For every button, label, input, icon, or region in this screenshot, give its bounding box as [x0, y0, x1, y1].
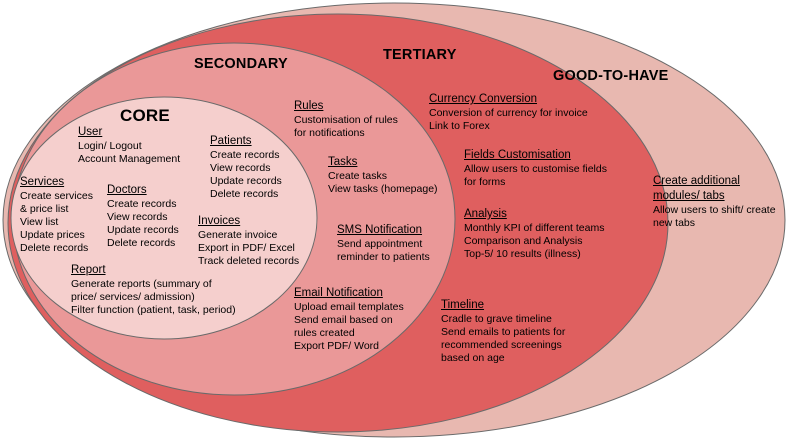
core-zone-label: CORE: [120, 106, 170, 125]
currency-heading: Currency Conversion: [429, 93, 538, 105]
tertiary-currency-block: Currency Conversion Conversion of curren…: [429, 92, 588, 133]
fields-item: for forms: [464, 176, 506, 188]
email-item: Export PDF/ Word: [294, 340, 379, 352]
timeline-item: recommended screenings: [441, 339, 562, 351]
doctors-item: Delete records: [107, 237, 176, 249]
email-item: Send email based on: [294, 314, 393, 326]
secondary-zone-label: SECONDARY: [194, 56, 288, 72]
core-patients-block: Patients Create records View records Upd…: [210, 134, 282, 201]
timeline-item: Cradle to grave timeline: [441, 313, 552, 325]
doctors-item: View records: [107, 211, 168, 223]
report-item: Filter function (patient, task, period): [71, 304, 236, 316]
timeline-heading: Timeline: [441, 299, 485, 311]
report-heading: Report: [71, 264, 106, 276]
tertiary-zone-label: TERTIARY: [383, 47, 457, 63]
good-to-have-modules-block: Create additional modules/ tabs Allow us…: [653, 174, 783, 230]
currency-item: Conversion of currency for invoice: [429, 107, 588, 119]
core-report-block: Report Generate reports (summary of pric…: [71, 263, 236, 317]
tertiary-analysis-block: Analysis Monthly KPI of different teams …: [464, 207, 604, 261]
good-to-have-zone-label: GOOD-TO-HAVE: [553, 68, 669, 84]
secondary-sms-block: SMS Notification Send appointment remind…: [337, 223, 430, 264]
sms-item: reminder to patients: [337, 251, 430, 263]
report-item: Generate reports (summary of: [71, 278, 212, 290]
modules-item: Allow users to shift/ create new tabs: [653, 204, 776, 229]
core-ellipse: [10, 96, 318, 340]
user-item: Login/ Logout: [78, 140, 142, 152]
rules-item: Customisation of rules: [294, 114, 398, 126]
timeline-item: based on age: [441, 352, 505, 364]
core-doctors-block: Doctors Create records View records Upda…: [107, 183, 179, 250]
services-item: Delete records: [20, 242, 89, 254]
secondary-tasks-block: Tasks Create tasks View tasks (homepage): [328, 155, 438, 196]
timeline-item: Send emails to patients for: [441, 326, 566, 338]
user-item: Account Management: [78, 153, 181, 165]
tasks-item: View tasks (homepage): [328, 183, 438, 195]
email-item: Upload email templates: [294, 301, 404, 313]
doctors-item: Update records: [107, 224, 179, 236]
tertiary-fields-block: Fields Customisation Allow users to cust…: [464, 148, 607, 189]
fields-heading: Fields Customisation: [464, 149, 571, 161]
invoices-heading: Invoices: [198, 215, 241, 227]
rules-item: for notifications: [294, 127, 365, 139]
fields-item: Allow users to customise fields: [464, 163, 607, 175]
sms-item: Send appointment: [337, 238, 423, 250]
services-item: Create services: [20, 190, 93, 202]
currency-item: Link to Forex: [429, 120, 490, 132]
tasks-item: Create tasks: [328, 170, 387, 182]
patients-item: Create records: [210, 149, 280, 161]
core-services-block: Services Create services & price list Vi…: [20, 175, 93, 255]
invoices-item: Export in PDF/ Excel: [198, 242, 295, 254]
report-item: price/ services/ admission): [71, 291, 195, 303]
core-user-block: User Login/ Logout Account Management: [78, 125, 180, 166]
core-invoices-block: Invoices Generate invoice Export in PDF/…: [198, 214, 299, 268]
email-item: rules created: [294, 327, 355, 339]
services-heading: Services: [20, 176, 65, 188]
patients-item: View records: [210, 162, 271, 174]
patients-heading: Patients: [210, 135, 252, 147]
analysis-item: Monthly KPI of different teams: [464, 222, 605, 234]
secondary-email-block: Email Notification Upload email template…: [294, 286, 404, 353]
doctors-heading: Doctors: [107, 184, 147, 196]
invoices-item: Generate invoice: [198, 229, 278, 241]
tertiary-timeline-block: Timeline Cradle to grave timeline Send e…: [441, 298, 565, 365]
analysis-heading: Analysis: [464, 208, 507, 220]
invoices-item: Track deleted records: [198, 255, 300, 267]
patients-item: Delete records: [210, 188, 279, 200]
user-heading: User: [78, 126, 103, 138]
services-item: & price list: [20, 203, 69, 215]
modules-heading: Create additional modules/ tabs: [653, 175, 740, 202]
patients-item: Update records: [210, 175, 282, 187]
services-item: Update prices: [20, 229, 85, 241]
tasks-heading: Tasks: [328, 156, 358, 168]
secondary-rules-block: Rules Customisation of rules for notific…: [294, 99, 398, 140]
doctors-item: Create records: [107, 198, 177, 210]
analysis-item: Top-5/ 10 results (illness): [464, 248, 581, 260]
services-item: View list: [20, 216, 59, 228]
rules-heading: Rules: [294, 100, 324, 112]
analysis-item: Comparison and Analysis: [464, 235, 583, 247]
email-heading: Email Notification: [294, 287, 383, 299]
sms-heading: SMS Notification: [337, 224, 423, 236]
